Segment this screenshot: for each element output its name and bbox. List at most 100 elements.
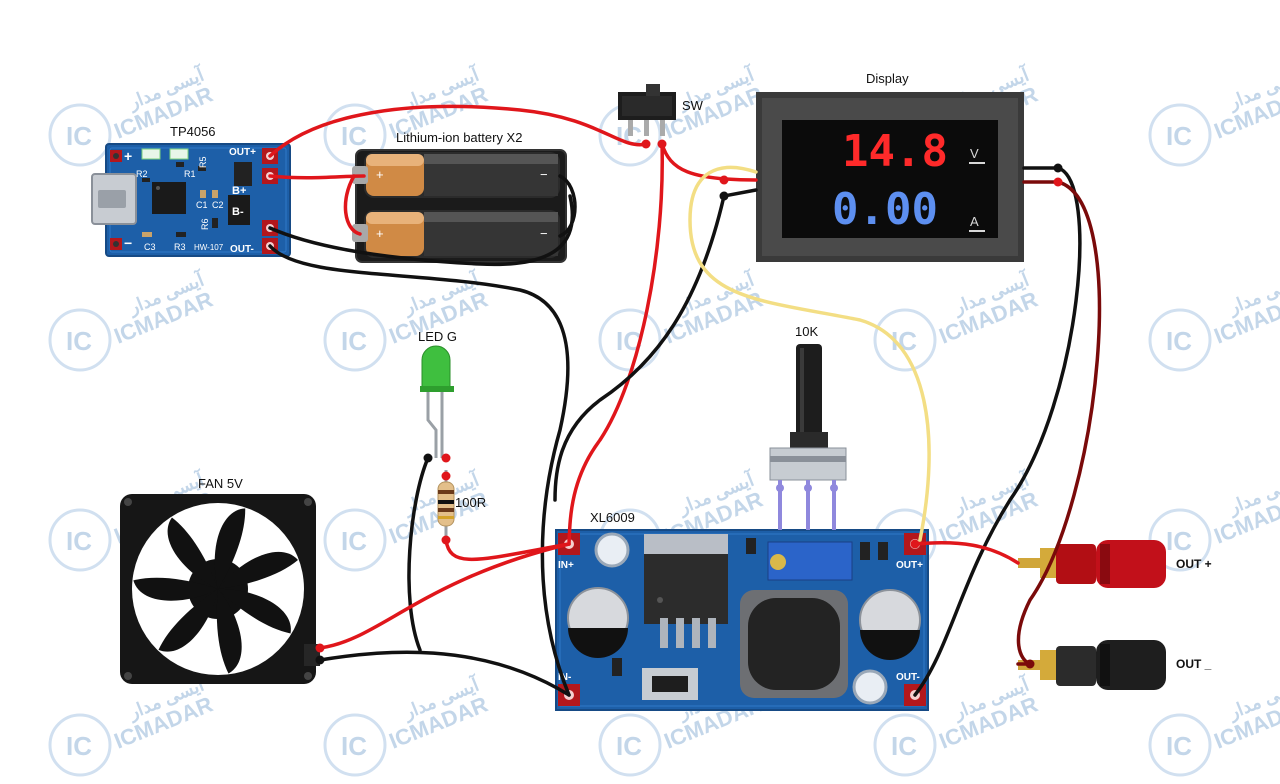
fan-blade: [217, 588, 291, 634]
pot-title: 10K: [795, 324, 818, 339]
xl6009-module: XL6009 IN+ IN-: [555, 510, 929, 711]
fan-blades: [133, 508, 298, 674]
silk-r1: R1: [184, 169, 196, 179]
fan-blade: [216, 589, 242, 674]
watermark-logo-text: IC: [1166, 326, 1192, 356]
wire-red-out-plus-terminal: [913, 540, 1020, 565]
watermark-logo: [598, 713, 662, 777]
watermark-logo-text: IC: [66, 326, 92, 356]
watermark-logo-text: IC: [341, 326, 367, 356]
junction-dots: [315, 139, 1063, 669]
wire-red-switch-in-plus: [567, 142, 664, 546]
fan-5v: FAN 5V: [120, 476, 320, 684]
silk-c3: C3: [144, 242, 156, 252]
wire-yellow-sense: [688, 165, 931, 542]
terminal-out-minus: OUT _: [1018, 640, 1212, 690]
wire-red-fan: [318, 542, 571, 650]
tp4056-pin-out-minus: OUT-: [230, 244, 254, 255]
cell2-plus: +: [376, 226, 384, 241]
watermark-logo: [1148, 713, 1212, 777]
watermark-logo-text: IC: [66, 731, 92, 761]
watermark-logo-text: IC: [66, 526, 92, 556]
wire-red-bplus-cell2: [343, 174, 362, 236]
silk-r2: R2: [136, 169, 148, 179]
voltage-reading: 14.8: [842, 126, 948, 177]
wires: [268, 104, 1102, 697]
wire-black-led: [407, 456, 430, 652]
watermark-logo-text: IC: [341, 121, 367, 151]
watermark-logo-text: IC: [1166, 121, 1192, 151]
silk-c2: C2: [212, 200, 224, 210]
wire-black-display-out: [913, 166, 1082, 697]
tp4056-pin-b-minus: B-: [232, 206, 244, 218]
fan-blade: [158, 589, 219, 652]
fan-blade: [218, 551, 298, 589]
display-title: Display: [866, 71, 909, 86]
xl6009-out-minus: OUT-: [896, 672, 920, 683]
watermark-logo: [48, 713, 112, 777]
tp4056-plus-silk: +: [124, 148, 132, 164]
silk-c1: C1: [196, 200, 208, 210]
watermark-logo: [873, 713, 937, 777]
volt-amp-display: Display 14.8 0.00 V A: [756, 71, 1024, 262]
led-title: LED G: [418, 329, 457, 344]
watermark-logo-text: IC: [341, 526, 367, 556]
watermark-logo: [323, 308, 387, 372]
wire-red-out-plus-switch: [268, 104, 648, 158]
silk-r3: R3: [174, 242, 186, 252]
watermark-logo: [323, 508, 387, 572]
terminal-out-plus-label: OUT +: [1176, 557, 1212, 571]
wire-black-out-minus: [268, 244, 571, 697]
wire-black-battery-link: [558, 174, 577, 238]
led-green: LED G: [418, 329, 457, 458]
watermark-logo-text: IC: [1166, 526, 1192, 556]
watermark-logo: [48, 508, 112, 572]
xl6009-in-plus: IN+: [558, 560, 574, 571]
cell1-minus: −: [540, 167, 548, 182]
tp4056-module: TP4056 + − R2 R1 R5 C1 C2 R6 C3 R3 HW-10…: [91, 124, 291, 257]
tp4056-title: TP4056: [170, 124, 216, 139]
switch-title: SW: [682, 98, 704, 113]
terminal-out-minus-label: OUT _: [1176, 657, 1212, 671]
cell2-minus: −: [540, 226, 548, 241]
wire-red-resistor: [444, 538, 571, 562]
resistor-title: 100R: [455, 495, 486, 510]
battery-title: Lithium-ion battery X2: [396, 130, 522, 145]
watermark-logo: [1148, 308, 1212, 372]
unit-amp: A: [970, 214, 979, 229]
watermark-logo-text: IC: [341, 731, 367, 761]
silk-r5: R5: [198, 156, 208, 168]
watermark-logo-text: IC: [616, 731, 642, 761]
xl6009-in-minus: IN-: [558, 672, 571, 683]
wire-red-bplus: [268, 174, 366, 180]
fan-blade: [133, 577, 218, 601]
wire-red-switch-display: [660, 142, 758, 182]
watermark-logo-text: IC: [891, 731, 917, 761]
tp4056-pin-out-plus: OUT+: [229, 147, 256, 158]
watermark-logo: [48, 103, 112, 167]
battery-pack: Lithium-ion battery X2 + − + −: [352, 130, 567, 263]
watermark-logo: [48, 308, 112, 372]
wire-black-fan: [318, 650, 571, 697]
watermark-logo: [323, 713, 387, 777]
cell1-plus: +: [376, 167, 384, 182]
watermark-logo: [873, 308, 937, 372]
potentiometer: 10K: [769, 324, 847, 530]
silk-r6: R6: [200, 218, 210, 230]
current-reading: 0.00: [832, 184, 938, 235]
tp4056-minus-silk: −: [124, 235, 132, 251]
fan-blade: [214, 508, 246, 589]
wire-darkred-display-out: [1016, 180, 1102, 666]
slide-switch: SW: [618, 84, 704, 136]
watermark-logo-text: IC: [1166, 731, 1192, 761]
